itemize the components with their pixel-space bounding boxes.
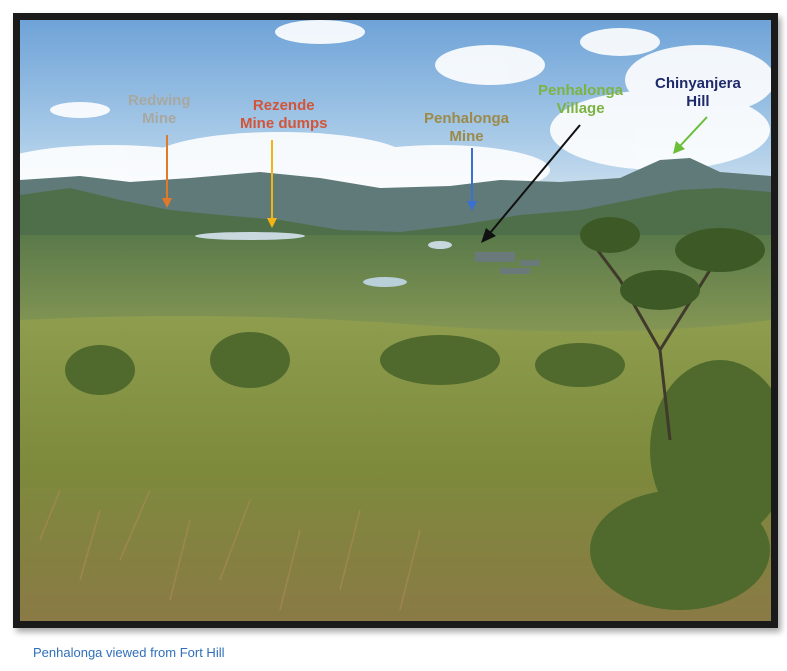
arrow-penhalonga-village	[481, 124, 581, 243]
label-penhalonga-village-line1: Penhalonga	[538, 82, 624, 99]
label-chinyanjera-line1: Chinyanjera	[655, 75, 741, 92]
foreground-grass	[20, 316, 771, 621]
tree-right-foliage	[580, 217, 765, 310]
photo-frame	[13, 13, 778, 628]
label-rezende-line1: Rezende	[252, 97, 315, 114]
label-rezende-line2: Mine dumps	[240, 115, 328, 132]
rezende-pond	[195, 232, 305, 240]
dry-grass	[39, 489, 421, 611]
label-redwing-line2: Mine	[142, 110, 177, 127]
tree-right	[588, 238, 742, 441]
label-redwing-mine: Redwing Mine	[128, 92, 191, 128]
arrow-redwing	[162, 135, 172, 208]
bushes	[65, 332, 771, 610]
arrow-rezende	[267, 140, 277, 228]
label-penhalonga-mine-line1: Penhalonga	[424, 110, 510, 127]
label-redwing-line1: Redwing	[128, 92, 191, 109]
landscape-photo	[20, 20, 771, 621]
photo-caption: Penhalonga viewed from Fort Hill	[33, 645, 225, 660]
landscape-illustration	[20, 20, 771, 621]
label-penhalonga-village: Penhalonga Village	[538, 82, 623, 118]
label-chinyanjera-hill: Chinyanjera Hill	[655, 75, 741, 111]
label-chinyanjera-line2: Hill	[686, 93, 710, 110]
clouds	[20, 20, 771, 195]
pond-3	[428, 241, 452, 249]
label-penhalonga-village-line2: Village	[556, 100, 605, 117]
pond-2	[363, 277, 407, 287]
label-penhalonga-mine: Penhalonga Mine	[424, 110, 509, 146]
arrow-penhalonga-mine	[467, 148, 477, 211]
label-penhalonga-mine-line2: Mine	[449, 128, 484, 145]
arrow-chinyanjera	[673, 116, 708, 154]
label-rezende-mine-dumps: Rezende Mine dumps	[240, 97, 328, 133]
village-scatter	[475, 252, 540, 274]
